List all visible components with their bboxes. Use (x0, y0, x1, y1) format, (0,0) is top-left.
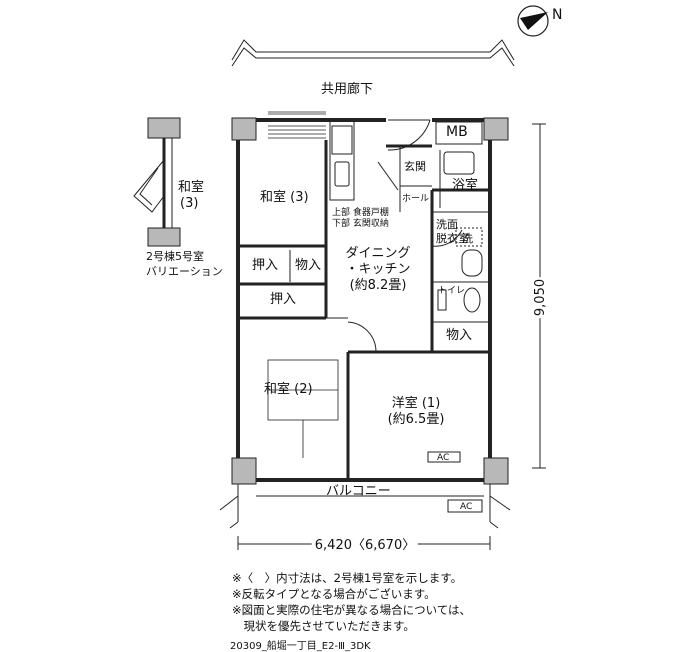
room-toilet: トイレ (438, 286, 466, 296)
corridor-label: 共用廊下 (320, 82, 374, 97)
notes: ※〈 〉内寸法は、2号棟1号室を示します。 ※反転タイプとなる場合がございます。… (232, 570, 471, 634)
note-line: 現状を優先させていただきます。 (232, 619, 415, 633)
room-senmen-1: 洗面 (436, 218, 458, 231)
ac-label-1: AC (437, 453, 450, 463)
room-washitsu-3: 和室 (3) (260, 190, 309, 205)
room-monoire-2: 物入 (446, 328, 473, 343)
interior-walls (238, 140, 490, 480)
room-washitsu-2: 和室 (2) (264, 382, 313, 397)
note-line: ※〈 〉内寸法は、2号棟1号室を示します。 (232, 571, 463, 585)
footer-code: 20309_船堀一丁目_E2-Ⅲ_3DK (230, 641, 371, 652)
shelf-note-1: 上部 食器戸棚 (332, 208, 389, 218)
width-dimension: 6,420〈6,670〉 (311, 538, 419, 553)
balcony-label: バルコニー (326, 484, 391, 499)
variation-room-1: 和室 (178, 180, 205, 195)
room-dk-3: (約8.2畳) (349, 278, 407, 293)
note-line: ※反転タイプとなる場合がございます。 (232, 587, 436, 601)
tatami-lines (267, 359, 339, 458)
balcony-outline (219, 484, 511, 529)
room-yoshitsu-1-b: (約6.5畳) (387, 412, 445, 427)
compass-north-label: N (552, 7, 563, 23)
room-yoshitsu-1-a: 洋室 (1) (391, 396, 441, 411)
variation-room-2: (3) (180, 196, 199, 211)
variation-caption-1: 2号棟5号室 (146, 250, 204, 263)
room-monoire-1: 物入 (295, 258, 322, 273)
room-dk-2: ・キッチン (345, 262, 411, 277)
room-hall: ホール (402, 194, 430, 204)
kitchen-fixtures (329, 119, 399, 201)
shelf-note-2: 下部 玄関収納 (332, 219, 389, 229)
room-senmen-2: 脱衣室 (436, 232, 469, 245)
variation-plan (133, 117, 181, 247)
ac-label-2: AC (460, 502, 473, 512)
compass-icon (517, 5, 549, 37)
variation-caption-2: バリエーション (146, 265, 223, 278)
toilet-fixtures (437, 227, 483, 313)
window-hatch (268, 111, 326, 139)
note-line: ※図面と実際の住宅が異なる場合については、 (232, 603, 472, 617)
room-oshiire-1: 押入 (252, 258, 279, 273)
room-oshiire-2: 押入 (270, 292, 297, 307)
room-genkan: 玄関 (404, 160, 426, 173)
mb-and-bath-fixtures (435, 121, 483, 208)
exterior-walls (231, 117, 509, 485)
depth-dimension: 9,050 (533, 276, 549, 319)
ac-boxes (427, 451, 483, 513)
room-mb: MB (446, 124, 468, 140)
room-dk-1: ダイニング (345, 246, 411, 261)
washer-label: 洗 (462, 232, 473, 245)
entrance-door (387, 119, 431, 151)
dimension-lines (237, 123, 546, 550)
door-swings (347, 229, 463, 353)
corridor-outline (231, 39, 515, 67)
room-yokushitsu: 浴室 (452, 178, 479, 193)
